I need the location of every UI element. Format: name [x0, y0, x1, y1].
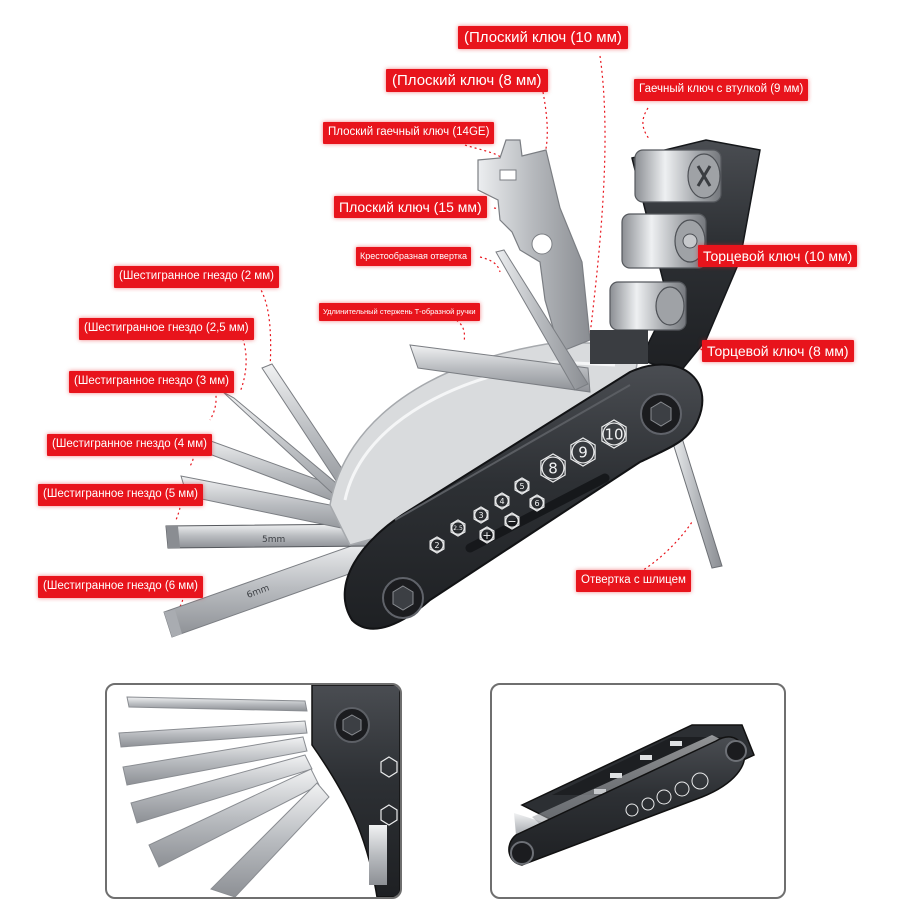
size-mark-4-outline [494, 492, 510, 510]
symbol-mark-0-ring [480, 528, 494, 542]
size-mark-6-ring [530, 496, 544, 510]
label-phillips-screwdriver: Крестообразная отвертка [356, 247, 472, 266]
symbol-mark-0-outline [479, 526, 495, 544]
size-mark-9-outline [570, 437, 596, 467]
label-flat-wrench-10mm: (Плоский ключ (10 мм) [458, 26, 628, 49]
hex-keys [163, 363, 381, 638]
label-hex-2-5mm: (Шестигранное гнездо (2,5 мм) [79, 318, 254, 340]
size-mark-2-outline [429, 536, 445, 554]
symbol-mark-0: + [482, 529, 491, 542]
socket-arm [590, 139, 761, 373]
size-mark-5: 5 [519, 482, 524, 491]
size-mark-8: 8 [548, 459, 558, 477]
size-mark-5-outline [514, 477, 530, 495]
symbol-mark-1-ring [505, 514, 519, 528]
inset-folded-tool [490, 683, 786, 899]
size-mark-8-ring [541, 456, 565, 480]
size-mark-10-ring [602, 422, 626, 446]
label-hex-5mm: (Шестигранное гнездо (5 мм) [38, 484, 203, 506]
label-flat-wrench-15mm: Плоский ключ (15 мм) [334, 196, 487, 218]
size-mark-2-5: 2.5 [453, 525, 463, 532]
label-flat-wrench-8mm: (Плоский ключ (8 мм) [386, 69, 548, 92]
size-mark-6: 6 [534, 499, 539, 508]
size-mark-3-outline [473, 506, 489, 524]
size-mark-9-ring [571, 440, 595, 464]
label-socket-10mm: Торцевой ключ (10 мм) [698, 245, 858, 267]
size-mark-6-outline [529, 494, 545, 512]
label-hex-3mm: (Шестигранное гнездо (3 мм) [69, 371, 234, 393]
size-mark-3-ring [474, 508, 488, 522]
body-marks: 2 2.5 3 4 5 6 + − 8 9 10 [429, 419, 627, 554]
size-mark-2-5-outline [450, 519, 466, 537]
label-hex-4mm: (Шестигранное гнездо (4 мм) [47, 434, 212, 456]
label-socket-8mm: Торцевой ключ (8 мм) [702, 340, 854, 362]
label-flat-spanner-14ge: Плоский гаечный ключ (14GE) [323, 122, 495, 144]
label-hex-6mm: (Шестигранное гнездо (6 мм) [38, 576, 203, 598]
inset-hex-keys-closeup [105, 683, 402, 899]
size-mark-4-ring [495, 494, 509, 508]
label-socket-wrench-9mm: Гаечный ключ с втулкой (9 мм) [634, 79, 809, 101]
size-mark-10-outline [601, 419, 627, 449]
size-mark-2: 2 [434, 541, 439, 550]
size-mark-9: 9 [578, 443, 588, 461]
hex-bolt-icon [382, 393, 682, 619]
label-slotted-screwdriver: Отвертка с шлицем [576, 570, 691, 592]
size-mark-5-ring [515, 479, 529, 493]
size-mark-4: 4 [499, 497, 504, 506]
key-mark-5mm: 5mm [262, 535, 285, 545]
label-hex-2mm: (Шестигранное гнездо (2 мм) [114, 266, 279, 288]
symbol-mark-1-outline [504, 512, 520, 530]
label-torx-extension: Удлинительный стержень Т-образной ручки [319, 303, 480, 321]
symbol-mark-1: − [507, 515, 516, 528]
size-mark-2-ring [430, 538, 444, 552]
flat-spanner [477, 139, 591, 353]
size-mark-10: 10 [604, 425, 623, 443]
size-mark-3: 3 [478, 511, 483, 520]
size-mark-2-5-ring [451, 521, 465, 535]
size-mark-8-outline [540, 453, 566, 483]
